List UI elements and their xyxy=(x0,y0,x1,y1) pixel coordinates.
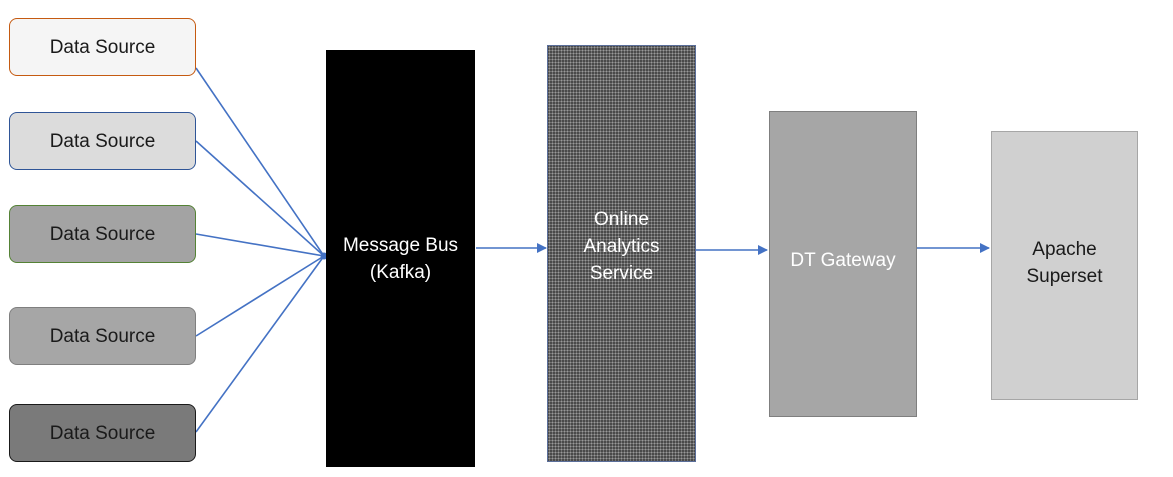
message-bus-node: Message Bus (Kafka) xyxy=(326,50,475,467)
data-source-node-2: Data Source xyxy=(9,112,196,170)
connector-source-2-to-bus xyxy=(195,140,325,257)
apache-superset-node: Apache Superset xyxy=(991,131,1138,400)
connector-source-5-to-bus xyxy=(195,255,325,433)
data-source-node-4: Data Source xyxy=(9,307,196,365)
data-source-node-1: Data Source xyxy=(9,18,196,76)
dt-gateway-node: DT Gateway xyxy=(769,111,917,417)
data-source-node-3: Data Source xyxy=(9,205,196,263)
connector-source-3-to-bus xyxy=(195,233,325,257)
data-source-node-5: Data Source xyxy=(9,404,196,462)
connector-source-1-to-bus xyxy=(195,67,325,257)
bus-junction-dot xyxy=(320,252,328,260)
online-analytics-service-node: Online Analytics Service xyxy=(547,45,696,462)
connector-source-4-to-bus xyxy=(195,255,325,337)
